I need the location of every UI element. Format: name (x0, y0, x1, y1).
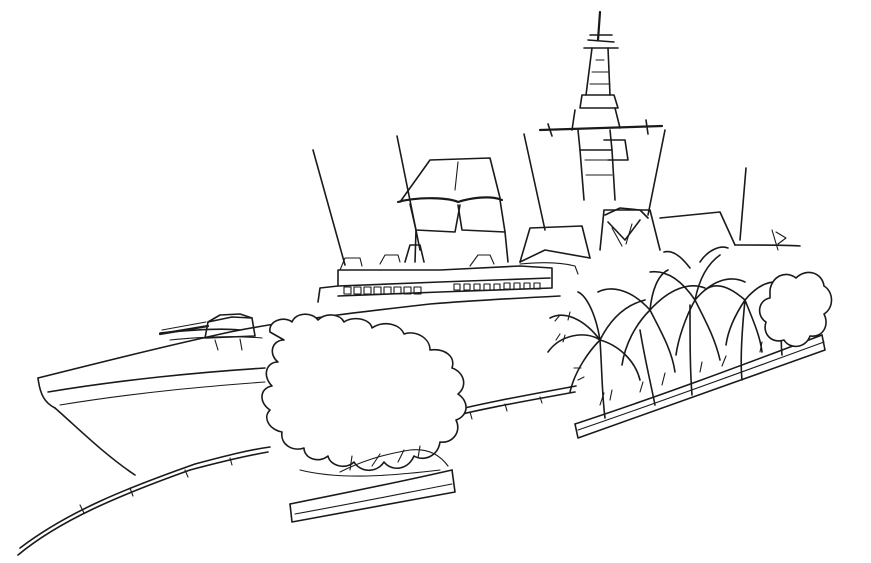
bush-left (261, 313, 467, 477)
funnel-block (396, 157, 509, 263)
pontoon-small (289, 445, 456, 523)
superstructure (317, 244, 579, 303)
mast (538, 10, 787, 251)
hangar-block (519, 207, 801, 263)
palm-trees (547, 246, 833, 439)
whip-antennas (312, 129, 747, 266)
deck-gun (158, 313, 256, 351)
